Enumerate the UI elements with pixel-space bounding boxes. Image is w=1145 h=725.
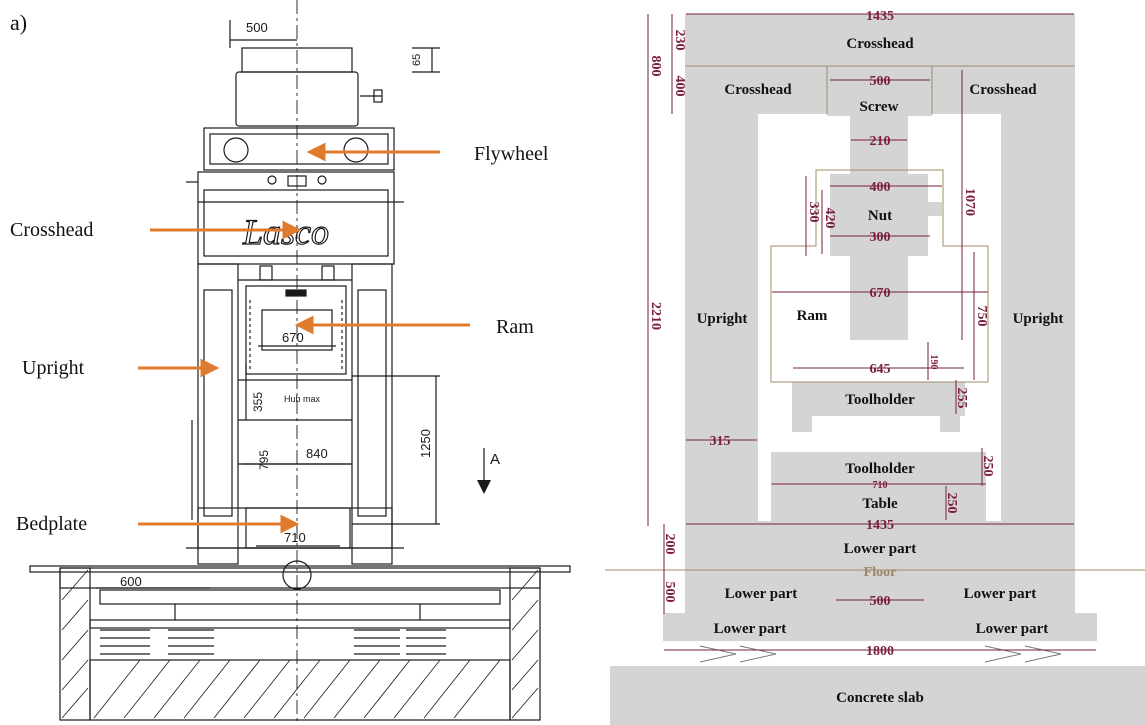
- dim-1800: 1800: [866, 644, 894, 659]
- dim-840: 840: [306, 446, 328, 461]
- label-lower-center: Lower part: [844, 541, 917, 557]
- dim-300: 300: [870, 230, 891, 245]
- dim-255: 255: [954, 388, 969, 409]
- lower-part-mid-block: [835, 569, 925, 641]
- panel-a-tag: a): [10, 10, 27, 35]
- label-upright-left: Upright: [697, 311, 748, 327]
- label-slab: Concrete slab: [836, 690, 924, 706]
- toolholder-bottom-block: [771, 452, 986, 484]
- label-crosshead-right: Crosshead: [969, 82, 1037, 98]
- label-floor: Floor: [864, 565, 897, 580]
- lower-part-right-block: [925, 569, 1075, 613]
- label-lower-left: Lower part: [725, 586, 798, 602]
- toolholder-top-foot-right: [940, 416, 960, 432]
- label-ram: Ram: [797, 308, 828, 324]
- dim-420: 420: [822, 208, 837, 229]
- dim-645: 645: [870, 362, 891, 377]
- dim-210: 210: [870, 134, 891, 149]
- dim-710: 710: [284, 530, 306, 545]
- label-crosshead-left: Crosshead: [724, 82, 792, 98]
- lower-part-left-block: [685, 569, 835, 613]
- upright-right-block: [1001, 114, 1075, 521]
- press-drawing-a: Lasco 500 65 670 355 Hub max 795 840 125…: [10, 0, 571, 725]
- dim-230: 230: [672, 30, 687, 51]
- dim-600: 600: [120, 574, 142, 589]
- dim-670: 670: [282, 330, 304, 345]
- label-toolholder-bottom: Toolholder: [845, 461, 915, 477]
- dim-500-base: 500: [870, 594, 891, 609]
- press-schematic-b: Crosshead Crosshead Crosshead Screw Nut …: [605, 9, 1145, 725]
- label-screw: Screw: [860, 99, 899, 115]
- toolholder-top-block: [792, 382, 965, 416]
- label-crosshead-top: Crosshead: [846, 36, 914, 52]
- dim-190: 190: [928, 355, 939, 370]
- label-crosshead: Crosshead: [10, 219, 93, 241]
- section-arrow-icon: [477, 480, 491, 494]
- crosshead-left-block: [685, 66, 827, 114]
- label-lower-right2: Lower part: [976, 621, 1049, 637]
- dim-400-side: 400: [672, 76, 687, 97]
- label-lower-right: Lower part: [964, 586, 1037, 602]
- lower-part-left2-block: [663, 613, 835, 641]
- label-table: Table: [862, 496, 898, 512]
- dim-795: 795: [257, 450, 271, 470]
- label-bedplate: Bedplate: [16, 513, 87, 535]
- label-nut: Nut: [868, 208, 892, 224]
- dim-500-side: 500: [662, 582, 677, 603]
- dim-800: 800: [648, 56, 663, 77]
- dim-250-a: 250: [980, 456, 995, 477]
- dim-710: 710: [873, 480, 888, 491]
- dim-250-b: 250: [944, 493, 959, 514]
- dim-1435-top: 1435: [866, 9, 894, 24]
- dim-hub: Hub max: [284, 394, 321, 404]
- nut-block: [830, 174, 928, 256]
- dim-355: 355: [251, 392, 265, 412]
- dim-670: 670: [870, 286, 891, 301]
- label-lower-left2: Lower part: [714, 621, 787, 637]
- crosshead-right-block: [932, 66, 1075, 114]
- lower-part-center-block: [685, 521, 1075, 569]
- concrete-slab-block: [610, 666, 1145, 725]
- dim-200: 200: [662, 534, 677, 555]
- dim-2210: 2210: [648, 302, 663, 330]
- label-ram: Ram: [496, 316, 534, 338]
- upright-left-block: [685, 114, 758, 521]
- toolholder-top-foot-left: [792, 416, 812, 432]
- label-toolholder-top: Toolholder: [845, 392, 915, 408]
- dim-330: 330: [806, 202, 821, 223]
- dim-500: 500: [246, 20, 268, 35]
- dim-1250: 1250: [418, 429, 433, 458]
- label-upright: Upright: [22, 357, 85, 379]
- label-upright-right: Upright: [1013, 311, 1064, 327]
- nut-key-block: [928, 202, 942, 216]
- dim-65: 65: [411, 54, 423, 66]
- label-flywheel: Flywheel: [474, 143, 549, 165]
- lower-part-right2-block: [925, 613, 1097, 641]
- crosshead-top-block: [685, 14, 1075, 66]
- dim-500-screw: 500: [870, 74, 891, 89]
- table-block: [771, 484, 986, 521]
- dim-315: 315: [710, 434, 731, 449]
- dim-400-nut: 400: [870, 180, 891, 195]
- panel-b: Crosshead Crosshead Crosshead Screw Nut …: [605, 0, 1145, 725]
- screw-head-block: [827, 66, 932, 116]
- dim-1070: 1070: [962, 188, 977, 216]
- dim-750: 750: [974, 306, 989, 327]
- section-a-label: A: [490, 451, 500, 468]
- panel-a: Lasco 500 65 670 355 Hub max 795 840 125…: [10, 0, 571, 725]
- dim-1435-bottom: 1435: [866, 518, 894, 533]
